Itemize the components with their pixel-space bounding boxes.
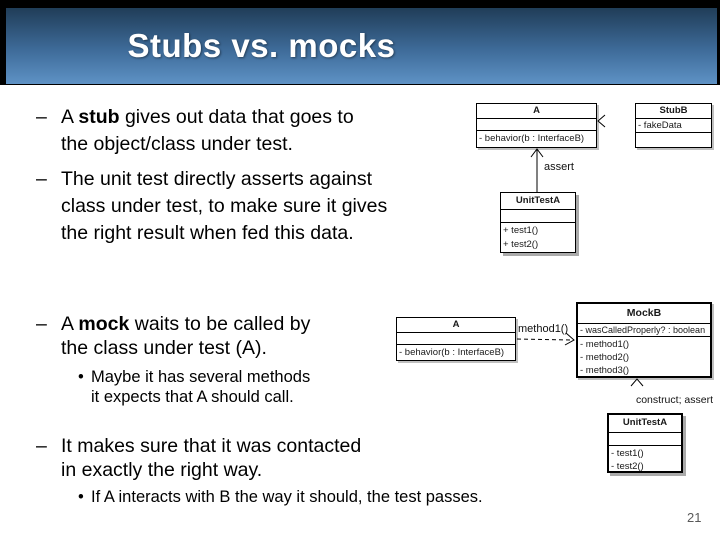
method1-dashed-line (516, 338, 572, 341)
header-gradient: Stubs vs. mocks (6, 8, 717, 84)
header-band: Stubs vs. mocks (0, 0, 720, 85)
text-segment: waits to be called by (129, 313, 311, 335)
text-line: class under test, to make sure it gives (61, 195, 388, 217)
text-line: the right result when fed this data. (61, 222, 354, 244)
dash-bullet: – (36, 435, 47, 457)
bullet-item: – The unit test directly asserts against… (36, 166, 387, 247)
uml-empty-compartment (477, 119, 596, 131)
dash-bullet: – (36, 313, 47, 335)
dash-bullet: – (36, 106, 47, 128)
uml-empty-compartment (609, 433, 681, 446)
uml-class-title: UnitTestA (609, 415, 681, 433)
text-segment: A (61, 313, 79, 335)
uml-method: - behavior(b : InterfaceB) (399, 347, 505, 358)
bullet-item: – A mock waits to be called by the class… (36, 312, 310, 360)
bullet-item: – A stub gives out data that goes to the… (36, 104, 387, 158)
uml-class-title: MockB (578, 304, 710, 324)
text-line: The unit test directly asserts against (61, 168, 373, 190)
uml-class-title: A (397, 318, 515, 333)
arrowhead-up-icon (630, 378, 644, 387)
uml-method: + test1() (503, 225, 539, 236)
uml-method: - method1() (580, 339, 630, 350)
text-bold-mock: mock (78, 313, 130, 335)
text-line: It makes sure that it was contacted (61, 435, 362, 457)
arrowhead-up-icon (530, 148, 544, 158)
bullet-text: Maybe it has several methods it expects … (91, 367, 310, 407)
bullet-group-stub: – A stub gives out data that goes to the… (36, 104, 387, 247)
uml-method: - method2() (580, 352, 630, 363)
text-bold-stub: stub (78, 106, 120, 128)
uml-method: + test2() (503, 239, 539, 250)
uml-empty-compartment (501, 210, 575, 223)
uml-class-unittesta-top: UnitTestA + test1() + test2() (500, 192, 576, 253)
sub-bullet-item: • If A interacts with B the way it shoul… (78, 487, 483, 507)
text-line: If A interacts with B the way it should,… (91, 488, 483, 506)
uml-class-unittesta-bottom: UnitTestA - test1() - test2() (607, 413, 683, 473)
uml-class-a-top: A - behavior(b : InterfaceB) (476, 103, 597, 148)
dot-bullet: • (78, 488, 84, 506)
bullet-group-mock: – A mock waits to be called by the class… (36, 312, 310, 407)
uml-empty-compartment (397, 333, 515, 345)
bullet-text: If A interacts with B the way it should,… (91, 487, 483, 507)
text-line: Maybe it has several methods (91, 368, 311, 386)
text-line: the object/class under test. (61, 133, 293, 155)
dash-bullet: – (36, 168, 47, 190)
uml-attribute: - fakeData (636, 119, 711, 133)
uml-class-title: A (477, 104, 596, 119)
uml-method: - test1() (611, 448, 644, 459)
dot-bullet: • (78, 368, 84, 386)
construct-assert-label: construct; assert (635, 394, 713, 406)
uml-class-title: StubB (636, 104, 711, 119)
uml-method: - method3() (580, 365, 630, 376)
uml-class-mockb: MockB - wasCalledProperly? : boolean - m… (576, 302, 712, 378)
text-segment: A (61, 106, 79, 128)
assert-label: assert (544, 161, 574, 173)
uml-attribute: - wasCalledProperly? : boolean (578, 324, 710, 337)
arrowhead-left-icon (597, 114, 606, 128)
text-line: in exactly the right way. (61, 459, 263, 481)
uml-method: - test2() (611, 461, 644, 472)
bullet-item: – It makes sure that it was contacted in… (36, 434, 483, 482)
bullet-group-contact: – It makes sure that it was contacted in… (36, 434, 483, 507)
uml-class-title: UnitTestA (501, 193, 575, 210)
text-line: the class under test (A). (61, 337, 267, 359)
method1-label: method1() (518, 323, 569, 335)
uml-method: - behavior(b : InterfaceB) (479, 133, 585, 144)
uml-class-stubb: StubB - fakeData (635, 103, 712, 148)
uml-class-a-bottom: A - behavior(b : InterfaceB) (396, 317, 516, 361)
bullet-text: A stub gives out data that goes to the o… (61, 104, 354, 158)
bullet-text: The unit test directly asserts against c… (61, 166, 387, 247)
page-number: 21 (687, 510, 702, 525)
text-segment: gives out data that goes to (119, 106, 354, 128)
text-line: it expects that A should call. (91, 388, 294, 406)
slide-title: Stubs vs. mocks (127, 27, 396, 64)
bullet-text: A mock waits to be called by the class u… (61, 312, 310, 360)
bullet-text: It makes sure that it was contacted in e… (61, 434, 361, 482)
sub-bullet-item: • Maybe it has several methods it expect… (78, 367, 310, 407)
